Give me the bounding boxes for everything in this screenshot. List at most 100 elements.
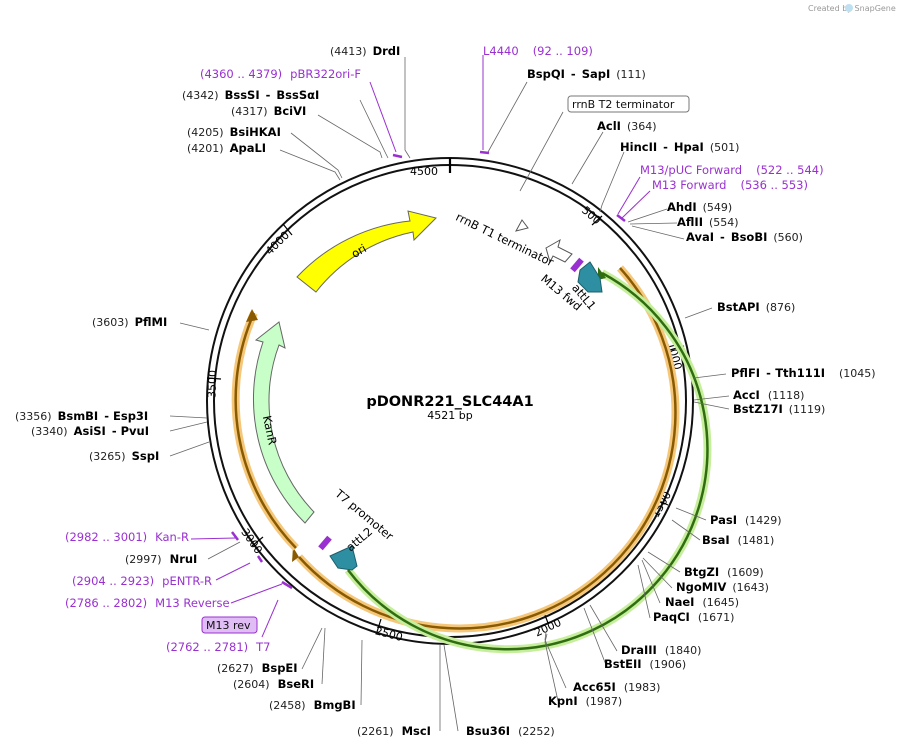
leader-asisi bbox=[169, 421, 208, 432]
ori-feature: ori bbox=[296, 210, 437, 293]
leader-bstz17i bbox=[693, 401, 730, 410]
leader-pflmi bbox=[179, 322, 210, 331]
plasmid-length: 4521 bp bbox=[427, 409, 472, 422]
t7-primer-mark bbox=[318, 535, 332, 551]
ori-arrow bbox=[296, 210, 437, 293]
site-bsu36i: Bsu36I(2252) bbox=[466, 724, 555, 738]
leader-bsmbi bbox=[169, 415, 208, 419]
orf-arc-green bbox=[347, 271, 709, 651]
rrnb-t2-box-frame bbox=[567, 95, 690, 113]
cds-arcs bbox=[231, 265, 712, 654]
leader-ahdi bbox=[627, 208, 668, 223]
primer-labels: L4440(92 .. 109) (4360 .. 4379)pBR322ori… bbox=[65, 44, 824, 654]
tick-2500 bbox=[376, 618, 382, 633]
tick-3500 bbox=[206, 377, 222, 380]
site-pasi: PasI(1429) bbox=[710, 513, 782, 527]
site-bcivi: (4317)BciVI bbox=[231, 104, 306, 118]
site-bsssi: (4342)BssSI-BssSαI bbox=[182, 88, 319, 102]
ori-label: ori bbox=[349, 241, 369, 261]
snapgene-logo-icon bbox=[845, 4, 853, 12]
site-draiii: DraIII(1840) bbox=[621, 643, 701, 657]
leader-m13fwdp bbox=[621, 190, 651, 219]
leader-avai bbox=[631, 225, 685, 240]
orf-arc-green-glow bbox=[344, 269, 712, 654]
rrnb-t1-arrow bbox=[545, 238, 573, 264]
leader-m13revp bbox=[230, 583, 283, 604]
leader-sspi bbox=[169, 441, 210, 457]
leader-hincii bbox=[599, 151, 625, 213]
leader-kanrp bbox=[190, 537, 237, 540]
tick-label-500: 500 bbox=[579, 204, 603, 227]
primer-pbr322: (4360 .. 4379)pBR322ori-F bbox=[200, 67, 361, 81]
primer-kanrp: (2982 .. 3001)Kan-R bbox=[65, 530, 189, 544]
leader-drdi bbox=[404, 57, 411, 159]
mark-l4440 bbox=[479, 150, 490, 155]
site-bseri: (2604)BseRI bbox=[233, 677, 314, 691]
tick-500 bbox=[591, 215, 603, 226]
leader-lines bbox=[169, 57, 730, 732]
site-bsai: BsaI(1481) bbox=[702, 533, 774, 547]
mark-m13rev bbox=[281, 580, 293, 590]
mark-m13fwd bbox=[616, 214, 626, 222]
m13-fwd-primer-mark bbox=[570, 257, 584, 273]
mark-kanr bbox=[231, 531, 239, 541]
m13-rev-box-frame bbox=[201, 616, 258, 634]
leader-bsihkai bbox=[290, 132, 343, 179]
leader-bsteii bbox=[583, 607, 607, 666]
leader-pentr bbox=[215, 562, 251, 581]
rrnb-t2-box[interactable]: rrnB T2 terminator bbox=[567, 95, 690, 113]
site-acli: AclI(364) bbox=[597, 119, 657, 133]
site-acc65i: Acc65I(1983) bbox=[573, 680, 660, 694]
leader-bsssi bbox=[359, 99, 389, 159]
tick-label-2500: 2500 bbox=[374, 624, 404, 644]
site-pflmi: (3603)PflMI bbox=[92, 315, 167, 329]
tick-label-4000: 4000 bbox=[263, 229, 292, 258]
orf-arc-orange-left bbox=[234, 312, 297, 549]
orf-arc-orange-outer bbox=[298, 267, 677, 630]
leader-ngomiv bbox=[642, 557, 673, 589]
tick-3000 bbox=[251, 536, 264, 547]
site-kpni: KpnI(1987) bbox=[548, 694, 622, 708]
leader-bcivi bbox=[317, 114, 383, 159]
snapgene-credit: Created by SnapGene bbox=[808, 4, 896, 13]
leader-bspqi bbox=[487, 81, 528, 153]
site-acci: AccI(1118) bbox=[733, 388, 804, 402]
site-btgzi: BtgZI(1609) bbox=[684, 565, 764, 579]
tick-label-4500: 4500 bbox=[410, 165, 438, 178]
leader-apali bbox=[279, 149, 341, 181]
primer-m13fwdp: M13 Forward(536 .. 553) bbox=[652, 178, 808, 192]
attl2-feature: T7 promoter attL2 bbox=[318, 486, 396, 571]
site-bsmbi: (3356)BsmBI-Esp3I bbox=[15, 409, 148, 423]
orf-arrowhead-green bbox=[598, 267, 606, 280]
leader-t7p bbox=[261, 599, 279, 638]
kanr-label: KanR bbox=[260, 414, 280, 446]
leader-bspei bbox=[301, 627, 323, 670]
kanr-arrow bbox=[253, 321, 315, 524]
m13-rev-label: M13 rev bbox=[206, 619, 251, 632]
leader-naei bbox=[641, 559, 661, 604]
site-bsihkai: (4205)BsiHKAI bbox=[187, 125, 281, 139]
attl2-arrow bbox=[329, 545, 358, 571]
site-naei: NaeI(1645) bbox=[665, 595, 739, 609]
tick-4000 bbox=[282, 223, 293, 236]
primer-pentr: (2904 .. 2923)pENTR-R bbox=[72, 574, 212, 588]
leader-btgzi bbox=[647, 551, 681, 573]
leader-kpni bbox=[544, 633, 559, 702]
leader-paqci bbox=[637, 564, 651, 619]
site-paqci: PaqCI(1671) bbox=[653, 610, 734, 624]
primer-l4440: L4440(92 .. 109) bbox=[483, 44, 593, 58]
site-hincii: HincII-HpaI(501) bbox=[620, 140, 739, 154]
rrnb-t2-arrow bbox=[515, 219, 529, 232]
primer-lines bbox=[190, 55, 651, 638]
leader-bsai bbox=[671, 519, 701, 541]
site-pflfi: PflFI-Tth111I(1045) bbox=[731, 366, 876, 380]
site-bspqi: BspQI-SapI(111) bbox=[527, 67, 646, 81]
site-ngomiv: NgoMIV(1643) bbox=[676, 580, 769, 594]
mark-pbr322 bbox=[392, 153, 403, 159]
m13-rev-box[interactable]: M13 rev bbox=[201, 616, 258, 634]
orf-arrowhead-outer bbox=[292, 547, 299, 562]
leader-bsu36i bbox=[443, 644, 459, 732]
plasmid-name: pDONR221_SLC44A1 bbox=[366, 394, 533, 410]
leader-acli bbox=[571, 131, 604, 185]
